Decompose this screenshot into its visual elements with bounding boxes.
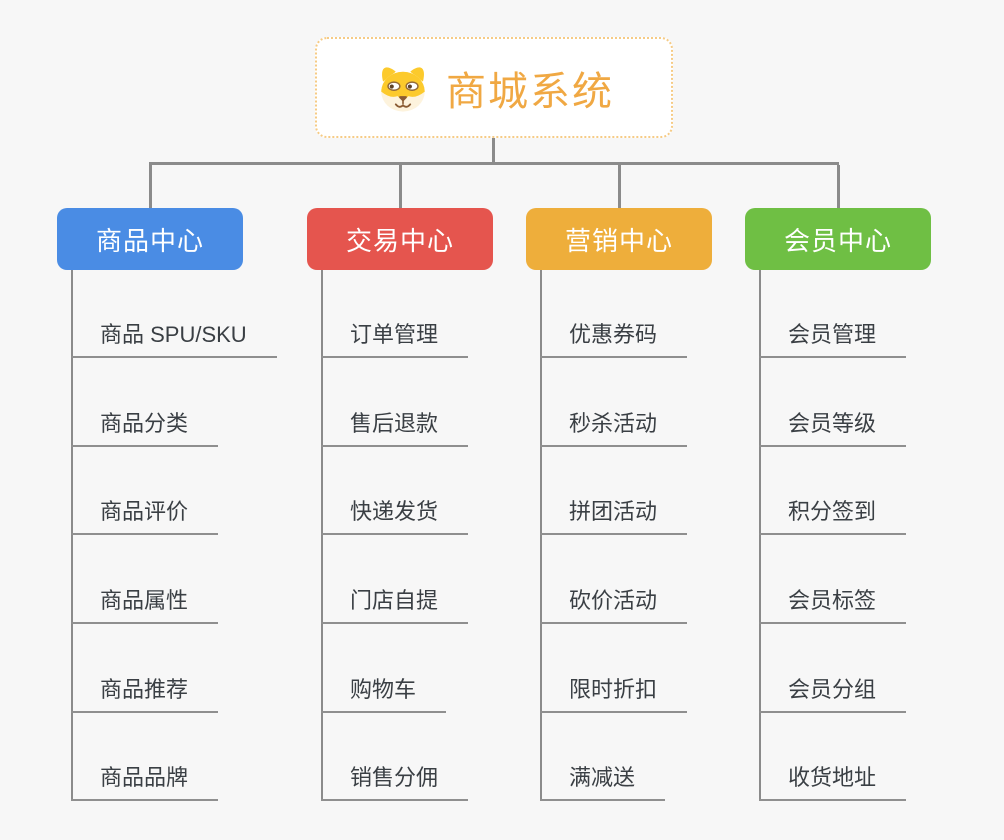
branch-node[interactable]: 营销中心 bbox=[526, 208, 712, 270]
subtopic-node[interactable]: 售后退款 bbox=[321, 406, 469, 447]
subtopic-node[interactable]: 会员标签 bbox=[759, 583, 907, 624]
root-node[interactable]: 商城系统 bbox=[315, 37, 673, 138]
subtopic-node[interactable]: 秒杀活动 bbox=[540, 406, 688, 447]
subtopic-label: 售后退款 bbox=[350, 411, 439, 436]
subtopic-label: 砍价活动 bbox=[569, 588, 658, 613]
subtopic-label: 积分签到 bbox=[788, 499, 877, 524]
subtopic-node[interactable]: 收货地址 bbox=[759, 760, 907, 801]
subtopic-label: 收货地址 bbox=[788, 765, 877, 790]
subtopic-node[interactable]: 优惠券码 bbox=[540, 317, 688, 358]
subtopic-node[interactable]: 商品分类 bbox=[71, 406, 219, 447]
subtopic-node[interactable]: 限时折扣 bbox=[540, 672, 688, 713]
subtopic-node[interactable]: 商品推荐 bbox=[71, 672, 219, 713]
connector-branch-drop bbox=[398, 165, 402, 209]
subtopic-node[interactable]: 积分签到 bbox=[759, 494, 907, 535]
subtopic-node[interactable]: 购物车 bbox=[321, 672, 447, 713]
subtopic-node[interactable]: 会员管理 bbox=[759, 317, 907, 358]
connector-branch-trunk bbox=[321, 270, 323, 800]
subtopic-node[interactable]: 销售分佣 bbox=[321, 760, 469, 801]
subtopic-node[interactable]: 砍价活动 bbox=[540, 583, 688, 624]
subtopic-label: 优惠券码 bbox=[569, 322, 658, 347]
subtopic-node[interactable]: 门店自提 bbox=[321, 583, 469, 624]
connector-branch-trunk bbox=[71, 270, 73, 800]
subtopic-node[interactable]: 商品属性 bbox=[71, 583, 219, 624]
subtopic-label: 满减送 bbox=[569, 765, 636, 790]
subtopic-label: 商品分类 bbox=[100, 411, 189, 436]
subtopic-label: 会员分组 bbox=[788, 677, 877, 702]
subtopic-label: 销售分佣 bbox=[350, 765, 439, 790]
subtopic-label: 商品 SPU/SKU bbox=[100, 322, 247, 347]
connector-root-drop bbox=[492, 138, 495, 163]
subtopic-node[interactable]: 满减送 bbox=[540, 760, 666, 801]
dog-icon bbox=[381, 66, 425, 112]
subtopic-label: 商品品牌 bbox=[100, 765, 189, 790]
subtopic-label: 商品属性 bbox=[100, 588, 189, 613]
subtopic-node[interactable]: 商品 SPU/SKU bbox=[71, 317, 277, 358]
connector-branch-drop bbox=[836, 165, 840, 209]
subtopic-node[interactable]: 会员等级 bbox=[759, 406, 907, 447]
branch-node[interactable]: 交易中心 bbox=[307, 208, 493, 270]
subtopic-label: 拼团活动 bbox=[569, 499, 658, 524]
connector-branch-trunk bbox=[540, 270, 542, 800]
subtopic-label: 秒杀活动 bbox=[569, 411, 658, 436]
subtopic-label: 限时折扣 bbox=[569, 677, 658, 702]
subtopic-node[interactable]: 商品评价 bbox=[71, 494, 219, 535]
subtopic-label: 门店自提 bbox=[350, 588, 439, 613]
subtopic-label: 会员等级 bbox=[788, 411, 877, 436]
subtopic-label: 会员标签 bbox=[788, 588, 877, 613]
connector-branch-drop bbox=[617, 165, 621, 209]
subtopic-label: 购物车 bbox=[350, 677, 417, 702]
subtopic-label: 会员管理 bbox=[788, 322, 877, 347]
subtopic-label: 商品推荐 bbox=[100, 677, 189, 702]
subtopic-label: 商品评价 bbox=[100, 499, 189, 524]
connector-branch-trunk bbox=[759, 270, 761, 800]
subtopic-node[interactable]: 快递发货 bbox=[321, 494, 469, 535]
branch-node[interactable]: 商品中心 bbox=[57, 208, 243, 270]
subtopic-node[interactable]: 订单管理 bbox=[321, 317, 469, 358]
connector-bus bbox=[149, 162, 839, 165]
subtopic-label: 快递发货 bbox=[350, 499, 439, 524]
subtopic-node[interactable]: 会员分组 bbox=[759, 672, 907, 713]
subtopic-node[interactable]: 拼团活动 bbox=[540, 494, 688, 535]
branch-node[interactable]: 会员中心 bbox=[745, 208, 931, 270]
root-title: 商城系统 bbox=[446, 69, 614, 114]
connector-branch-drop bbox=[148, 165, 152, 209]
subtopic-label: 订单管理 bbox=[350, 322, 439, 347]
subtopic-node[interactable]: 商品品牌 bbox=[71, 760, 219, 801]
